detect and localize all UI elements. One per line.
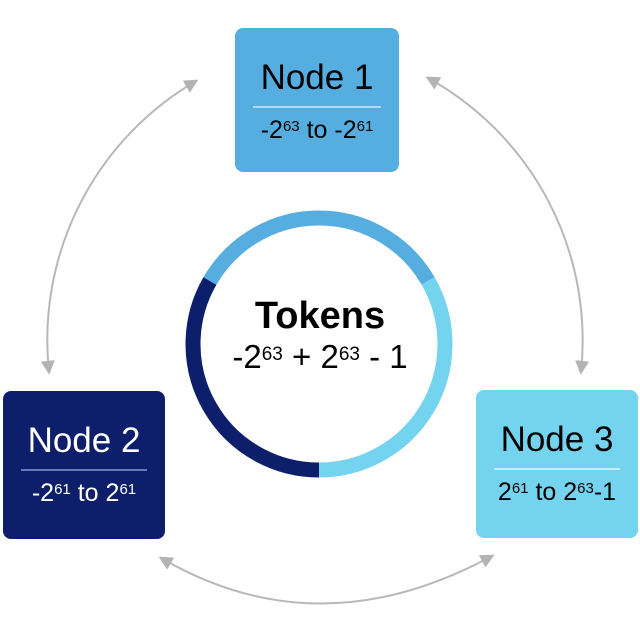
node-title: Node 2 [27,421,141,460]
divider [21,469,147,471]
ring-segment-node3 [318,277,453,478]
divider [253,106,381,108]
tokens-range: -263 + 263 - 1 [232,338,408,375]
arrow-node2-node3 [158,554,495,605]
node-title: Node 1 [260,58,374,97]
node-1-box: Node 1 -263 to -261 [235,28,399,172]
arrow-node1-node2 [40,79,199,375]
node-3-box: Node 3 261 to 263-1 [476,390,638,538]
node-range: -263 to -261 [260,115,374,144]
arrow-node1-node3 [425,76,590,375]
divider [494,468,620,470]
token-ring [185,210,453,478]
node-2-box: Node 2 -261 to 261 [3,391,165,539]
node-title: Node 3 [500,420,614,459]
tokens-title: Tokens [254,295,386,337]
ring-segment-node1 [203,210,435,285]
ring-segment-node2 [185,277,320,478]
node-range: 261 to 263-1 [497,477,617,506]
token-range-label: Tokens -263 + 263 - 1 [200,295,440,377]
node-range: -261 to 261 [31,478,137,507]
